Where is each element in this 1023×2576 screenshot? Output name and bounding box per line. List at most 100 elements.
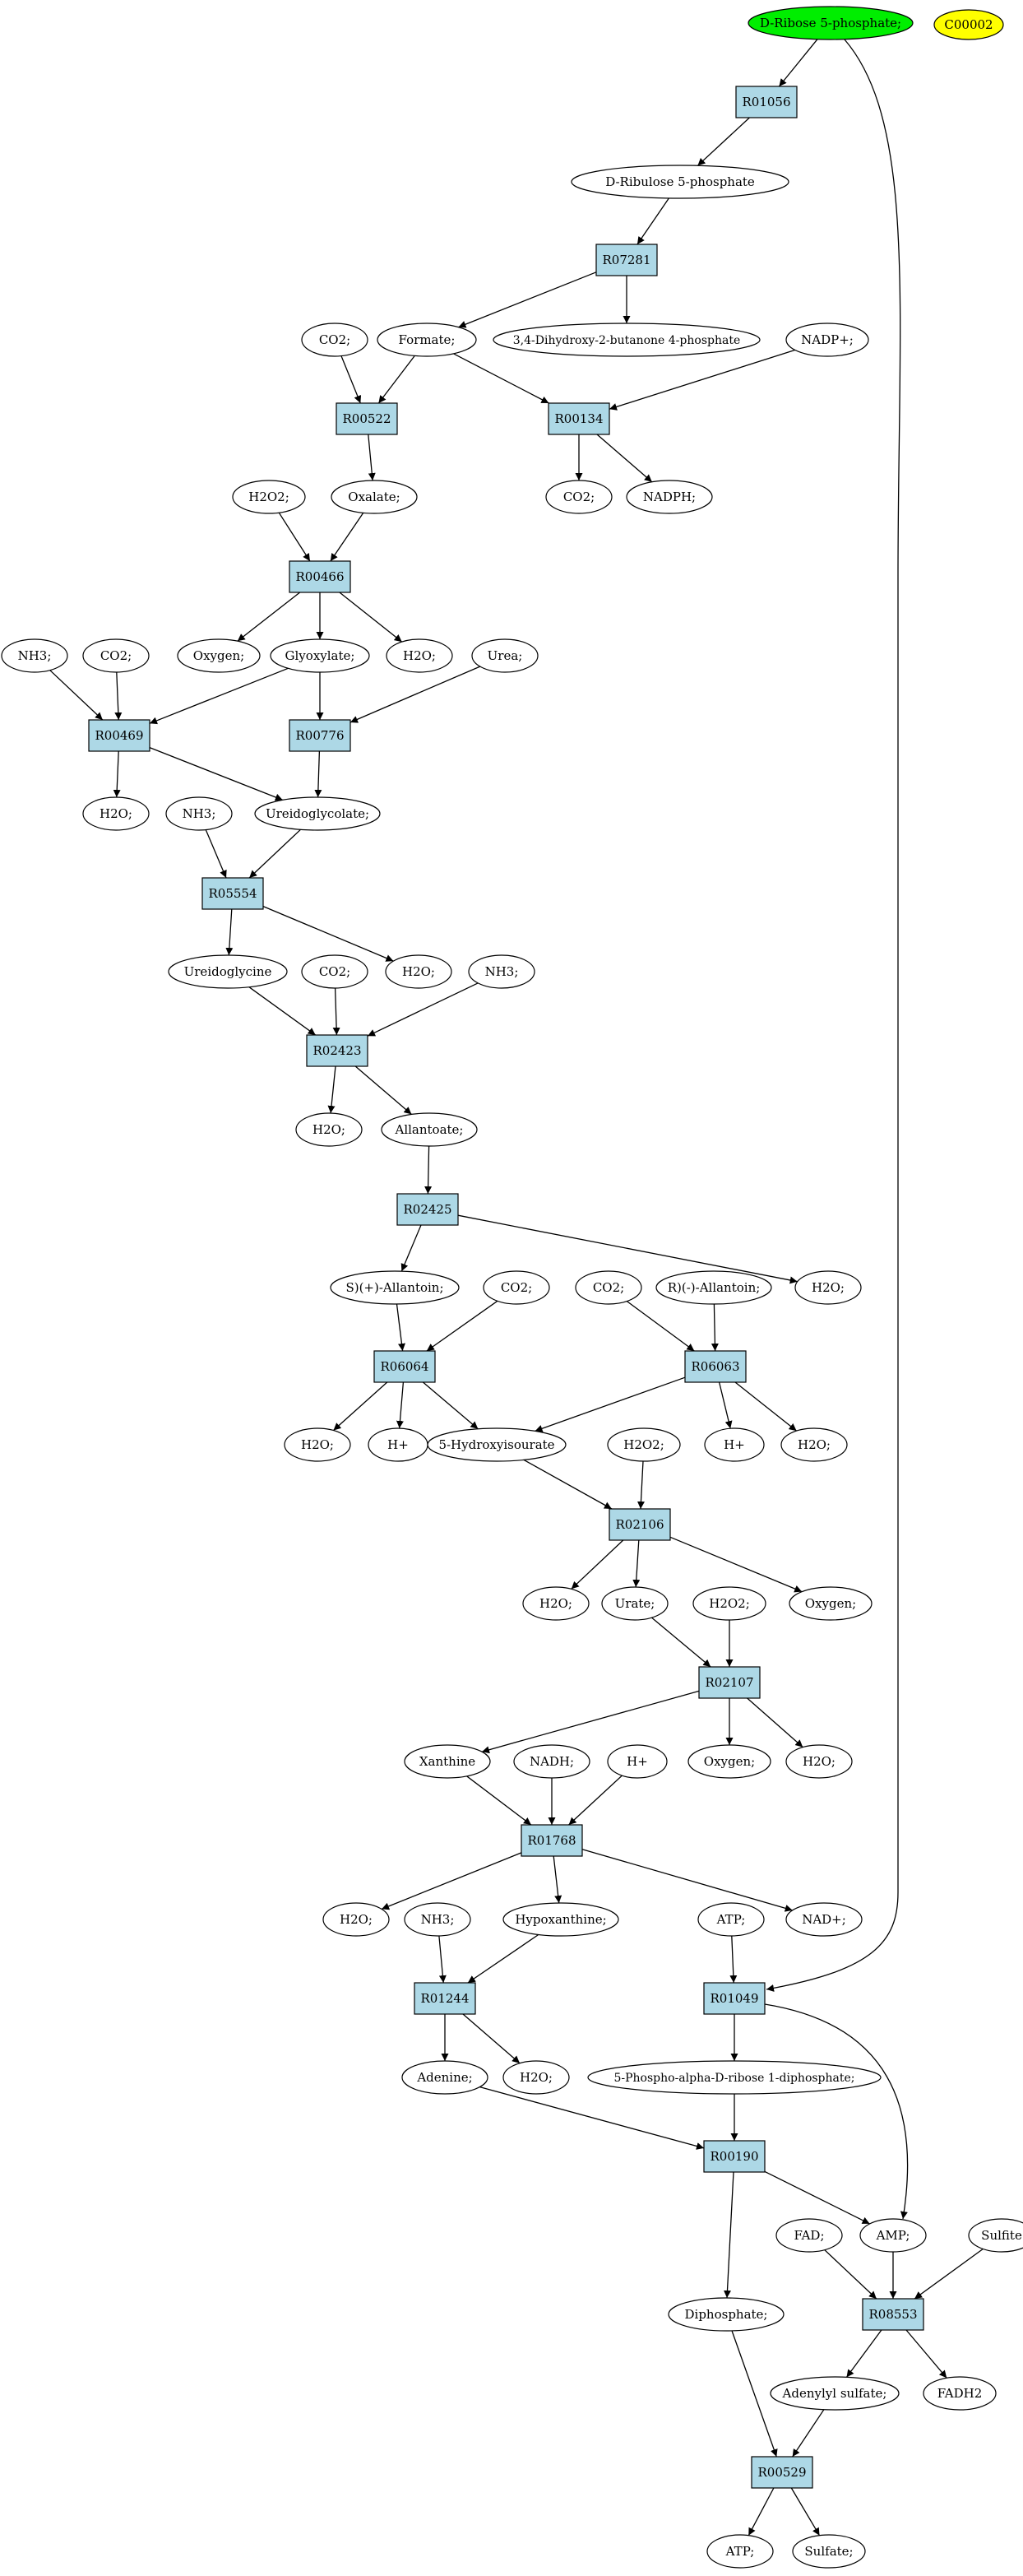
metabolite-node-n-fad[interactable]: FAD; — [775, 2218, 843, 2253]
metabolite-node-n-c00002[interactable]: C00002 — [933, 9, 1004, 40]
metabolite-node-n-hydroxyisourate[interactable]: 5-Hydroxyisourate — [427, 1427, 567, 1462]
reaction-node-r-r07281[interactable]: R07281 — [595, 244, 658, 276]
reaction-node-r-r01768[interactable]: R01768 — [521, 1824, 583, 1857]
metabolite-ellipse — [545, 480, 613, 514]
node-label: NH3; — [421, 1912, 455, 1927]
metabolite-node-n-h2o-k[interactable]: H2O; — [502, 2060, 570, 2095]
metabolite-node-n-h2o-d[interactable]: H2O; — [295, 1112, 363, 1147]
metabolite-node-n-h2o-c[interactable]: H2O; — [385, 954, 452, 989]
metabolite-node-n-oxygen-c[interactable]: Oxygen; — [687, 1744, 771, 1779]
metabolite-node-n-co2-f[interactable]: CO2; — [575, 1270, 642, 1305]
metabolite-node-n-oxygen-a[interactable]: Oxygen; — [177, 638, 261, 673]
metabolite-node-n-co2-a[interactable]: CO2; — [301, 323, 368, 357]
metabolite-node-n-atp-b[interactable]: ATP; — [706, 2534, 774, 2569]
metabolite-node-n-urate[interactable]: Urate; — [601, 1586, 669, 1621]
metabolite-node-n-co2-c[interactable]: CO2; — [82, 638, 150, 673]
metabolite-node-n-h2o-j[interactable]: H2O; — [322, 1902, 390, 1937]
metabolite-node-n-nadh[interactable]: NADH; — [513, 1744, 590, 1779]
metabolite-node-n-atp-a[interactable]: ATP; — [697, 1902, 765, 1937]
metabolite-node-n-dhbp[interactable]: 3,4-Dihydroxy-2-butanone 4-phosphate — [493, 323, 761, 357]
reaction-node-r-r00529[interactable]: R00529 — [751, 2456, 813, 2489]
metabolite-node-n-oxalate[interactable]: Oxalate; — [331, 480, 418, 514]
metabolite-node-n-allantoate[interactable]: Allantoate; — [381, 1112, 478, 1147]
metabolite-node-n-nadplus[interactable]: NAD+; — [785, 1902, 863, 1937]
reaction-node-r-r01244[interactable]: R01244 — [414, 1982, 476, 2015]
node-label: R08553 — [868, 2307, 917, 2322]
edge-r-R01049-to-n-amp — [764, 2003, 909, 2220]
metabolite-node-n-co2-b[interactable]: CO2; — [545, 480, 613, 514]
metabolite-node-n-adenine[interactable]: Adenine; — [401, 2060, 488, 2095]
metabolite-node-n-h2o-h[interactable]: H2O; — [522, 1586, 590, 1621]
metabolite-node-n-ribulose5p[interactable]: D-Ribulose 5-phosphate — [571, 165, 789, 199]
metabolite-node-n-ureidoglycolate[interactable]: Ureidoglycolate; — [254, 796, 381, 831]
metabolite-node-n-ribose5p[interactable]: D-Ribose 5-phosphate; — [748, 6, 914, 40]
metabolite-node-n-h2o-g[interactable]: H2O; — [780, 1427, 848, 1462]
metabolite-node-n-ureidoglycine[interactable]: Ureidoglycine — [168, 954, 288, 989]
metabolite-node-n-nh3-c[interactable]: NH3; — [468, 954, 535, 989]
metabolite-node-n-oxygen-b[interactable]: Oxygen; — [789, 1586, 873, 1621]
reaction-node-r-r06064[interactable]: R06064 — [373, 1350, 436, 1383]
metabolite-ellipse — [168, 954, 288, 989]
metabolite-node-n-hplus-b[interactable]: H+ — [704, 1427, 765, 1462]
reaction-node-r-r00134[interactable]: R00134 — [548, 402, 610, 435]
metabolite-node-n-glyoxylate[interactable]: Glyoxylate; — [270, 638, 370, 673]
metabolite-node-n-nh3-d[interactable]: NH3; — [404, 1902, 471, 1937]
reaction-node-r-r08553[interactable]: R08553 — [862, 2298, 924, 2331]
reaction-node-r-r01049[interactable]: R01049 — [703, 1982, 766, 2015]
node-label: Allantoate; — [395, 1122, 464, 1137]
node-label: NADH; — [530, 1754, 574, 1769]
metabolite-node-n-sulfite[interactable]: Sulfite — [968, 2218, 1023, 2253]
metabolite-node-n-co2-d[interactable]: CO2; — [301, 954, 368, 989]
metabolite-node-n-hplus-a[interactable]: H+ — [368, 1427, 428, 1462]
edge-r-R06063-to-n-hplus-b — [718, 1381, 733, 1429]
metabolite-node-n-nadpplus[interactable]: NADP+; — [785, 323, 869, 357]
metabolite-ellipse — [322, 1902, 390, 1937]
metabolite-node-n-hypoxanthine[interactable]: Hypoxanthine; — [502, 1902, 619, 1937]
metabolite-node-n-h2o-b[interactable]: H2O; — [82, 796, 150, 831]
edge-r-R00522-to-n-oxalate — [368, 434, 376, 481]
metabolite-node-n-h2o2-c[interactable]: H2O2; — [692, 1586, 766, 1621]
metabolite-node-n-nh3-b[interactable]: NH3; — [165, 796, 233, 831]
metabolite-node-n-xanthine[interactable]: Xanthine — [404, 1744, 491, 1779]
node-label: Oxygen; — [704, 1754, 755, 1769]
reaction-node-r-r00469[interactable]: R00469 — [88, 719, 150, 752]
metabolite-node-n-aps[interactable]: Adenylyl sulfate; — [770, 2376, 900, 2411]
metabolite-node-n-amp[interactable]: AMP; — [859, 2218, 927, 2253]
metabolite-node-n-h2o-f[interactable]: H2O; — [284, 1427, 351, 1462]
metabolite-node-n-rallantoin[interactable]: R)(-)-Allantoin; — [655, 1270, 772, 1305]
reaction-node-r-r01056[interactable]: R01056 — [735, 86, 798, 118]
edge-n-hydroxyisourate-to-r-R02106 — [523, 1459, 613, 1510]
metabolite-node-n-fadh2[interactable]: FADH2 — [923, 2376, 997, 2411]
reaction-node-r-r00776[interactable]: R00776 — [289, 719, 351, 752]
metabolite-ellipse — [626, 480, 713, 514]
metabolite-node-n-formate[interactable]: Formate; — [377, 323, 477, 357]
reaction-node-r-r00466[interactable]: R00466 — [289, 560, 351, 593]
metabolite-node-n-urea[interactable]: Urea; — [471, 638, 539, 673]
reaction-node-r-r06063[interactable]: R06063 — [684, 1350, 747, 1383]
reaction-box — [414, 1982, 476, 2015]
metabolite-node-n-h2o2-b[interactable]: H2O2; — [607, 1427, 681, 1462]
metabolite-node-n-sulfate[interactable]: Sulfate; — [792, 2534, 866, 2569]
reaction-node-r-r02423[interactable]: R02423 — [306, 1034, 368, 1067]
reaction-node-r-r00190[interactable]: R00190 — [703, 2140, 766, 2173]
metabolite-node-n-sallantoin[interactable]: S)(+)-Allantoin; — [330, 1270, 460, 1305]
node-label: H2O; — [520, 2070, 553, 2085]
metabolite-node-n-prpp[interactable]: 5-Phospho-alpha-D-ribose 1-diphosphate; — [587, 2060, 882, 2095]
metabolite-node-n-nh3-a[interactable]: NH3; — [1, 638, 68, 673]
reaction-node-r-r02107[interactable]: R02107 — [698, 1666, 761, 1699]
reaction-node-r-r02425[interactable]: R02425 — [396, 1193, 459, 1226]
metabolite-node-n-hplus-c[interactable]: H+ — [607, 1744, 668, 1779]
metabolite-node-n-h2o-a[interactable]: H2O; — [386, 638, 453, 673]
edge-n-h2o2-a-to-r-R00466 — [278, 512, 311, 562]
metabolite-node-n-co2-e[interactable]: CO2; — [483, 1270, 550, 1305]
metabolite-node-n-h2o-i[interactable]: H2O; — [785, 1744, 853, 1779]
reaction-node-r-r00522[interactable]: R00522 — [336, 402, 398, 435]
metabolite-node-n-nadph[interactable]: NADPH; — [626, 480, 713, 514]
reaction-node-r-r02106[interactable]: R02106 — [609, 1508, 671, 1541]
reaction-node-r-r05554[interactable]: R05554 — [201, 877, 264, 910]
metabolite-node-n-h2o-e[interactable]: H2O; — [794, 1270, 862, 1305]
node-label: H2O2; — [709, 1596, 750, 1611]
metabolite-node-n-h2o2-a[interactable]: H2O2; — [232, 480, 306, 514]
metabolite-ellipse — [607, 1744, 668, 1779]
metabolite-node-n-diphosphate[interactable]: Diphosphate; — [668, 2297, 785, 2332]
